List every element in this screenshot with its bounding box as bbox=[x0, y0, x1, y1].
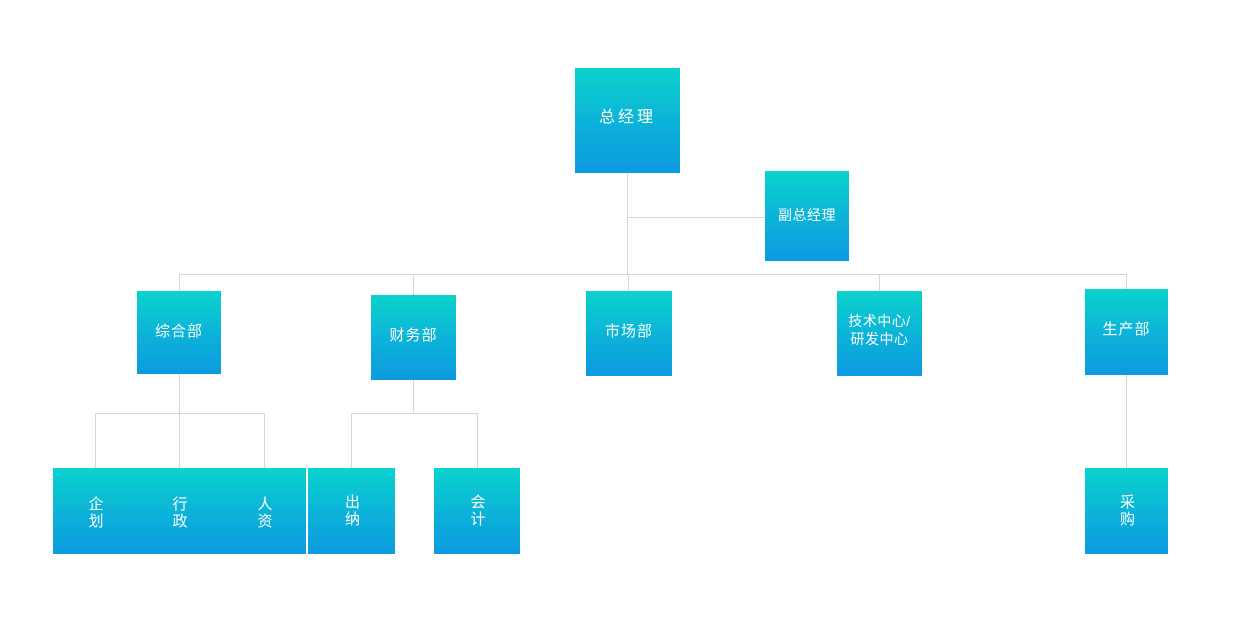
connector-finance-trunk bbox=[413, 380, 414, 413]
connector-drop-cashier bbox=[351, 413, 352, 468]
node-label-deputy-general-manager: 副总经理 bbox=[778, 207, 836, 224]
node-label-accounting: 会计 bbox=[468, 494, 486, 528]
connector-general-affairs-trunk bbox=[179, 374, 180, 413]
connector-drop-general-affairs bbox=[179, 274, 180, 291]
connector-level2-bus bbox=[179, 274, 1127, 275]
node-label-cashier: 出纳 bbox=[343, 494, 360, 528]
connector-general-affairs-bus bbox=[95, 413, 265, 414]
connector-drop-accounting bbox=[477, 413, 478, 468]
node-label-marketing-dept: 市场部 bbox=[604, 323, 653, 340]
node-label-finance-dept: 财务部 bbox=[389, 327, 438, 344]
node-general-manager[interactable]: 总经理 bbox=[575, 68, 680, 173]
connector-gm-to-deputy bbox=[627, 217, 765, 218]
node-accounting[interactable]: 会计 bbox=[434, 468, 520, 554]
connector-gm-trunk bbox=[627, 173, 628, 274]
connector-drop-administration bbox=[179, 413, 180, 468]
connector-drop-production bbox=[1126, 274, 1127, 289]
connector-drop-planning bbox=[95, 413, 96, 468]
node-label-production-dept: 生产部 bbox=[1102, 321, 1151, 338]
node-label-general-affairs-dept: 综合部 bbox=[154, 323, 203, 340]
connector-drop-finance bbox=[413, 274, 414, 295]
node-marketing-dept[interactable]: 市场部 bbox=[586, 291, 672, 376]
node-production-dept[interactable]: 生产部 bbox=[1085, 289, 1168, 375]
node-deputy-general-manager[interactable]: 副总经理 bbox=[765, 171, 849, 261]
connector-production-to-procurement bbox=[1126, 375, 1127, 468]
connector-finance-bus bbox=[351, 413, 477, 414]
connector-drop-human-resources bbox=[264, 413, 265, 468]
connector-drop-tech-rd bbox=[879, 274, 880, 291]
node-label-administration: 行政 bbox=[170, 496, 188, 530]
connector-drop-marketing bbox=[628, 274, 629, 291]
node-cashier[interactable]: 出纳 bbox=[308, 468, 395, 554]
node-general-affairs-dept[interactable]: 综合部 bbox=[137, 291, 221, 374]
node-procurement[interactable]: 采购 bbox=[1085, 468, 1168, 554]
node-label-procurement: 采购 bbox=[1118, 494, 1135, 528]
node-finance-dept[interactable]: 财务部 bbox=[371, 295, 456, 380]
node-label-general-manager: 总经理 bbox=[598, 109, 656, 126]
node-tech-rd-center[interactable]: 技术中心/ 研发中心 bbox=[837, 291, 922, 376]
node-label-tech-rd-center: 技术中心/ 研发中心 bbox=[848, 313, 911, 347]
node-general-affairs-subunits[interactable]: 企划 行政 人资 bbox=[53, 468, 306, 554]
node-label-human-resources: 人资 bbox=[255, 496, 273, 530]
node-label-planning: 企划 bbox=[86, 496, 104, 530]
